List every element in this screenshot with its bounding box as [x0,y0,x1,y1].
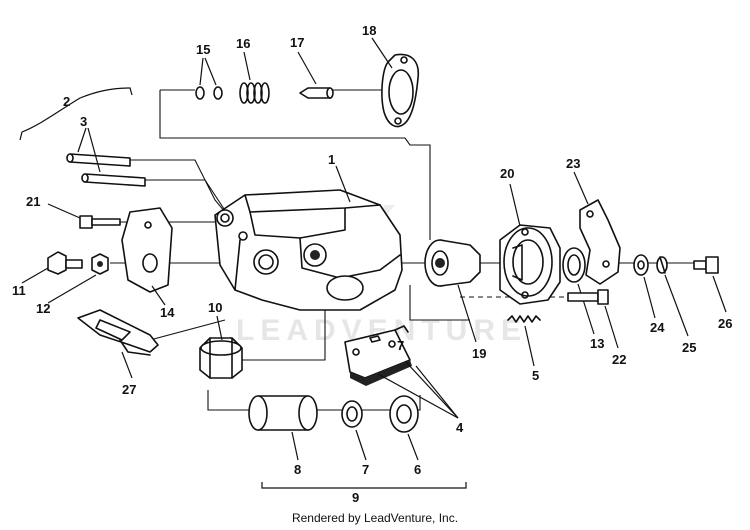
bracket-2 [19,87,133,141]
callout-5: 5 [532,368,539,383]
ring-6 [389,395,419,433]
pins-3 [66,153,146,187]
callout-3: 3 [80,114,87,129]
arm-23 [579,199,621,285]
lock-washer-25 [656,256,668,274]
callout-14: 14 [160,305,175,320]
plate-14 [121,207,173,293]
callout-20: 20 [500,166,514,181]
piston-8 [248,395,318,431]
o-rings-15 [195,86,223,100]
seal-7 [341,400,363,428]
callout-15: 15 [196,42,210,57]
callout-21: 21 [26,194,40,209]
caliper-piston-19 [424,239,481,287]
callout-26: 26 [718,316,732,331]
callout-25: 25 [682,340,696,355]
callout-7: 7 [362,462,369,477]
callout-11: 11 [12,283,26,298]
bolt-21 [79,215,121,229]
nut-12 [91,253,109,275]
ring-13 [562,247,586,283]
spring-16 [239,82,270,104]
callout-16: 16 [236,36,250,51]
callout-7b: 7 [397,338,404,353]
callout-10: 10 [208,300,222,315]
washer-24 [633,254,649,276]
bolt-26 [693,256,719,274]
callout-6: 6 [414,462,421,477]
brake-pads-4 [344,325,412,386]
callout-8: 8 [294,462,301,477]
bolt-11 [47,251,83,275]
callout-19: 19 [472,346,486,361]
callout-18: 18 [362,23,376,38]
footer-credit: Rendered by LeadVenture, Inc. [291,511,459,525]
gasket-18 [381,53,420,128]
callout-1: 1 [328,152,335,167]
callout-27: 27 [122,382,136,397]
cap-10 [199,337,243,379]
callout-17: 17 [290,35,304,50]
plunger-17 [299,87,334,99]
callout-22: 22 [612,352,626,367]
callout-12: 12 [36,301,50,316]
bracket-9 [261,482,467,489]
clip-5 [507,315,541,323]
main-body-1 [214,189,403,311]
callout-23: 23 [566,156,580,171]
bolt-22 [567,289,609,305]
housing-20 [499,224,561,305]
callout-2: 2 [63,94,70,109]
callout-9: 9 [352,490,359,505]
callout-4: 4 [456,420,464,435]
pad-plate-27 [77,309,159,356]
callout-24: 24 [650,320,665,335]
callout-13: 13 [590,336,604,351]
